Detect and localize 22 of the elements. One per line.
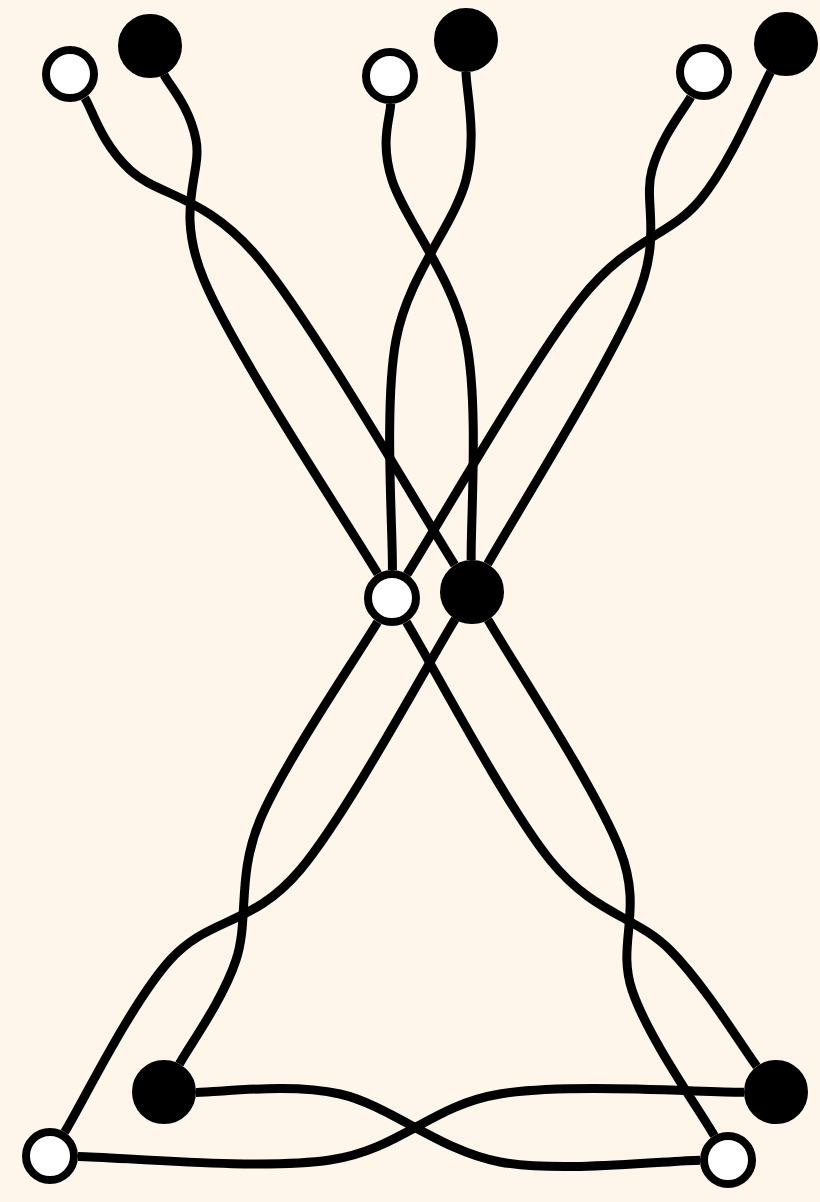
filled-dot [434, 8, 498, 72]
connector-line [402, 619, 761, 1069]
connector-line [175, 619, 382, 1067]
filled-dot [118, 14, 182, 78]
filled-dot [754, 12, 818, 76]
filled-dot [440, 560, 504, 624]
hollow-dot [364, 570, 420, 626]
connector-line [77, 1084, 745, 1169]
hollow-dot [22, 1128, 78, 1184]
hollow-dot [676, 44, 732, 100]
connector-line [403, 69, 775, 577]
hollow-dot [362, 48, 418, 104]
hollow-dot [700, 1132, 756, 1188]
connector-line [80, 95, 459, 568]
connector-line [160, 72, 382, 577]
connector-line [483, 94, 695, 567]
hollow-dot [42, 46, 98, 102]
filled-dot [744, 1060, 808, 1124]
connector-line [195, 1084, 701, 1171]
filled-dot [132, 1060, 196, 1124]
connector-line [484, 617, 719, 1138]
connector-line [60, 616, 460, 1135]
